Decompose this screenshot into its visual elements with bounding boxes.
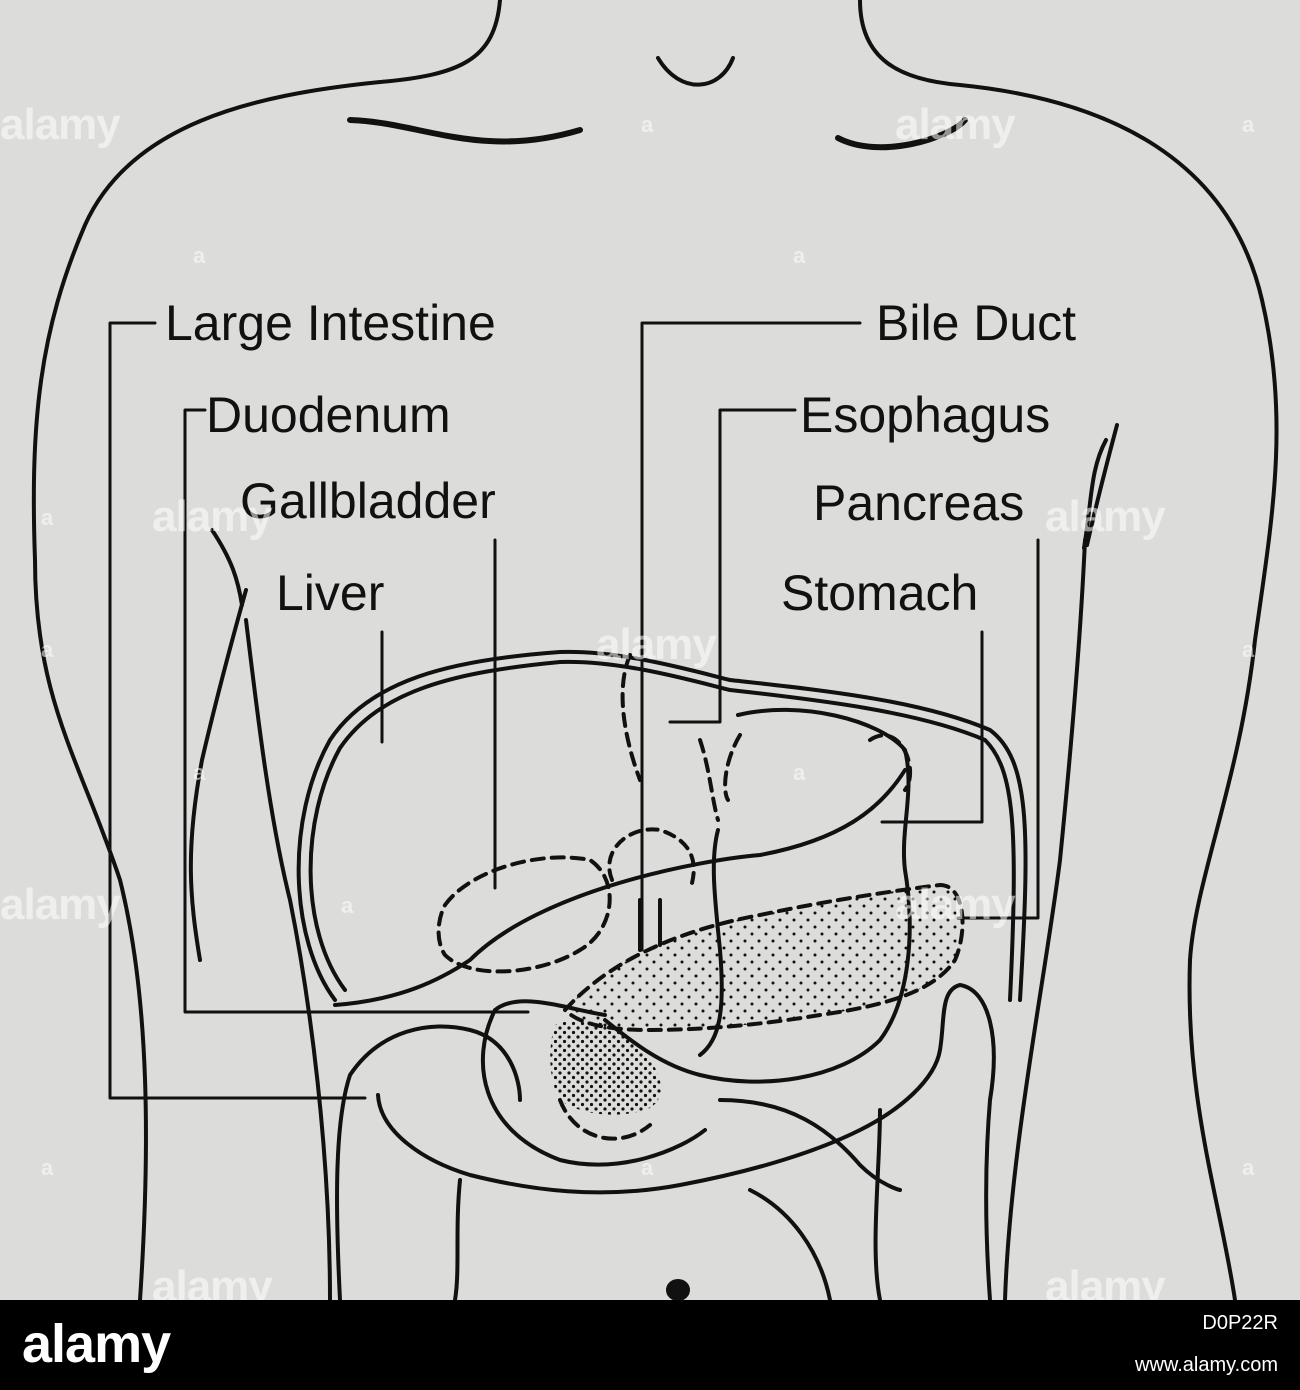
watermark-mark: a (1242, 112, 1254, 138)
watermark: alamy (152, 492, 272, 542)
watermark-mark: a (41, 1155, 53, 1181)
watermark-mark: a (793, 760, 805, 786)
watermark-mark: a (41, 637, 53, 663)
leader-esophagus (670, 410, 795, 722)
label-esophagus: Esophagus (800, 390, 1050, 440)
large-intestine-shape (337, 985, 994, 1300)
watermark-mark: a (793, 243, 805, 269)
anatomy-diagram: Large Intestine Duodenum Gallbladder Liv… (0, 0, 1300, 1300)
label-liver: Liver (276, 568, 384, 618)
footer-url: www.alamy.com (1135, 1352, 1278, 1378)
watermark: alamy (1045, 492, 1165, 542)
footer-bar: alamy D0P22R www.alamy.com (0, 1300, 1300, 1390)
watermark-mark: a (1242, 1155, 1254, 1181)
watermark: alamy (0, 100, 120, 150)
watermark-mark: a (41, 505, 53, 531)
label-pancreas: Pancreas (813, 478, 1024, 528)
watermark: alamy (0, 880, 120, 930)
watermark-mark: a (193, 243, 205, 269)
label-bile-duct: Bile Duct (876, 298, 1076, 348)
label-gallbladder: Gallbladder (240, 476, 496, 526)
watermark: alamy (596, 620, 716, 670)
leader-stomach (882, 632, 982, 822)
image-id: D0P22R (1202, 1310, 1278, 1336)
gallbladder-shape (439, 857, 610, 971)
watermark-mark: a (641, 1155, 653, 1181)
watermark-mark: a (193, 760, 205, 786)
watermark-mark: a (641, 112, 653, 138)
label-stomach: Stomach (781, 568, 978, 618)
alamy-logo: alamy (22, 1314, 170, 1374)
label-large-intestine: Large Intestine (165, 298, 496, 348)
watermark-mark: a (341, 893, 353, 919)
watermark-mark: a (1242, 637, 1254, 663)
bile-duct-shape (609, 829, 693, 950)
label-duodenum: Duodenum (206, 390, 451, 440)
watermark: alamy (895, 100, 1015, 150)
watermark: alamy (895, 880, 1015, 930)
